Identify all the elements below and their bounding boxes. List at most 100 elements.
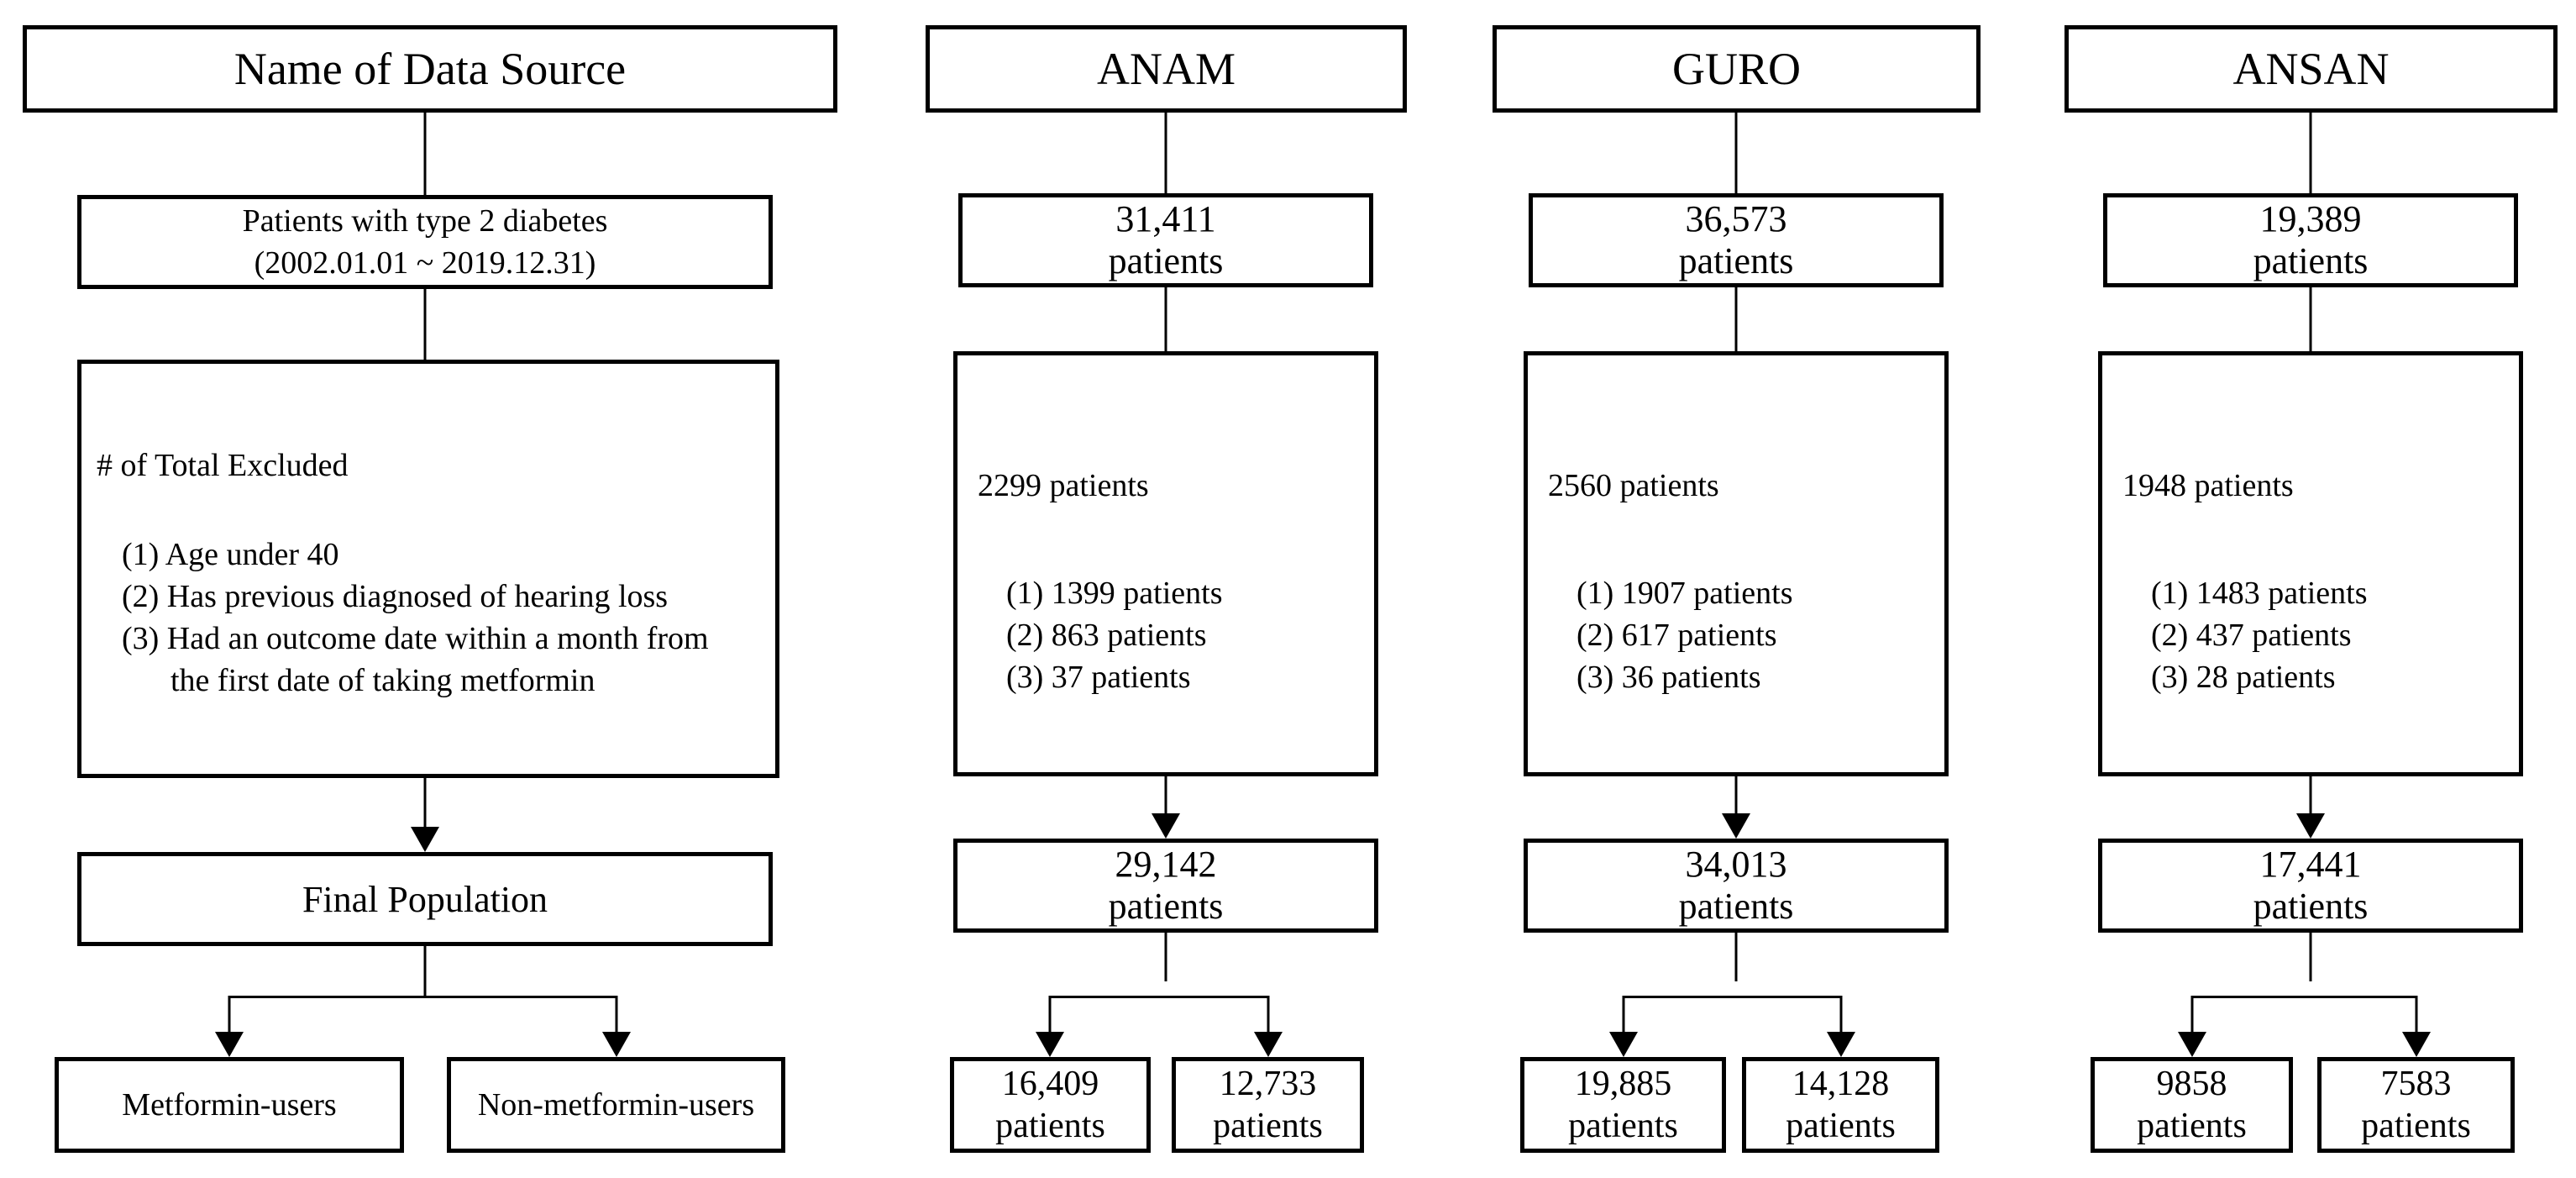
- ansan-non-metformin-unit: patients: [2361, 1107, 2471, 1145]
- source-header-label: Name of Data Source: [233, 44, 627, 94]
- guro-non-metformin-unit: patients: [1786, 1107, 1896, 1145]
- connector-vertical: [423, 946, 427, 997]
- guro-exclusion-box: 2560 patients (1) 1907 patients (2) 617 …: [1524, 351, 1949, 776]
- exclusion-items: (1) Age under 40 (2) Has previous diagno…: [122, 534, 709, 702]
- anam-metformin-unit: patients: [995, 1107, 1105, 1145]
- connector-horizontal: [1624, 996, 1841, 998]
- connector-vertical: [1734, 113, 1738, 193]
- ansan-metformin-box: 9858 patients: [2091, 1057, 2293, 1153]
- guro-initial-box: 36,573 patients: [1529, 193, 1944, 287]
- connector-vertical: [1164, 776, 1167, 813]
- connector-vertical: [2309, 113, 2312, 193]
- connector-vertical: [1622, 996, 1625, 1033]
- non-metformin-users-box: Non-metformin-users: [447, 1057, 785, 1153]
- anam-non-metformin-box: 12,733 patients: [1172, 1057, 1364, 1153]
- guro-initial-unit: patients: [1678, 240, 1794, 281]
- anam-after-exclusion-count: 29,142: [1115, 844, 1217, 885]
- anam-header-box: ANAM: [926, 25, 1407, 113]
- guro-excluded-item-3: (3) 36 patients: [1577, 660, 1761, 695]
- ansan-after-exclusion-unit: patients: [2253, 886, 2369, 927]
- connector-vertical: [1164, 113, 1167, 193]
- metformin-users-box: Metformin-users: [55, 1057, 404, 1153]
- ansan-excluded-item-2: (2) 437 patients: [2151, 618, 2352, 653]
- ansan-after-exclusion-count: 17,441: [2259, 844, 2362, 885]
- anam-initial-box: 31,411 patients: [958, 193, 1373, 287]
- ansan-header-label: ANSAN: [2232, 44, 2390, 94]
- arrowhead-down: [2402, 1032, 2431, 1057]
- connector-vertical: [423, 289, 427, 360]
- guro-excluded-item-2: (2) 617 patients: [1577, 618, 1777, 653]
- exclusion-item-2: (2) Has previous diagnosed of hearing lo…: [122, 579, 669, 614]
- connector-vertical: [1734, 776, 1738, 813]
- arrowhead-down: [1254, 1032, 1283, 1057]
- connector-vertical: [423, 113, 427, 195]
- non-metformin-users-label: Non-metformin-users: [477, 1087, 755, 1123]
- ansan-excluded-item-1: (1) 1483 patients: [2151, 576, 2368, 611]
- anam-excluded-total: 2299 patients: [978, 468, 1149, 503]
- ansan-after-exclusion-box: 17,441 patients: [2098, 839, 2523, 933]
- connector-horizontal: [2192, 996, 2416, 998]
- guro-header-label: GURO: [1671, 44, 1801, 94]
- ansan-initial-box: 19,389 patients: [2103, 193, 2518, 287]
- ansan-header-box: ANSAN: [2064, 25, 2558, 113]
- ansan-initial-unit: patients: [2253, 240, 2369, 281]
- arrowhead-down: [215, 1032, 244, 1057]
- connector-vertical: [2309, 933, 2312, 981]
- connector-vertical: [1839, 996, 1843, 1033]
- guro-initial-count: 36,573: [1685, 198, 1787, 239]
- arrowhead-down: [1036, 1032, 1064, 1057]
- ansan-metformin-unit: patients: [2137, 1107, 2247, 1145]
- ansan-initial-count: 19,389: [2259, 198, 2362, 239]
- ansan-excluded-total: 1948 patients: [2122, 468, 2294, 503]
- guro-non-metformin-count: 14,128: [1792, 1065, 1890, 1103]
- anam-metformin-box: 16,409 patients: [950, 1057, 1151, 1153]
- arrowhead-down: [1722, 813, 1750, 839]
- exclusion-title: # of Total Excluded: [97, 448, 349, 483]
- ansan-excluded-items: (1) 1483 patients (2) 437 patients (3) 2…: [2151, 572, 2368, 698]
- guro-excluded-total: 2560 patients: [1548, 468, 1719, 503]
- metformin-users-label: Metformin-users: [122, 1087, 337, 1123]
- exclusion-item-3-continued: the first date of taking metformin: [171, 663, 595, 698]
- ansan-exclusion-box: 1948 patients (1) 1483 patients (2) 437 …: [2098, 351, 2523, 776]
- guro-non-metformin-box: 14,128 patients: [1742, 1057, 1939, 1153]
- anam-after-exclusion-unit: patients: [1108, 886, 1224, 927]
- guro-after-exclusion-box: 34,013 patients: [1524, 839, 1949, 933]
- source-header-box: Name of Data Source: [23, 25, 837, 113]
- connector-vertical: [1164, 933, 1167, 981]
- connector-vertical: [1267, 996, 1270, 1033]
- guro-excluded-item-1: (1) 1907 patients: [1577, 576, 1793, 611]
- anam-non-metformin-unit: patients: [1213, 1107, 1323, 1145]
- connector-horizontal: [229, 996, 616, 998]
- anam-exclusion-box: 2299 patients (1) 1399 patients (2) 863 …: [953, 351, 1378, 776]
- anam-initial-unit: patients: [1108, 240, 1224, 281]
- arrowhead-down: [2296, 813, 2325, 839]
- guro-after-exclusion-unit: patients: [1678, 886, 1794, 927]
- ansan-non-metformin-box: 7583 patients: [2317, 1057, 2515, 1153]
- connector-vertical: [423, 778, 427, 827]
- anam-after-exclusion-box: 29,142 patients: [953, 839, 1378, 933]
- connector-vertical: [228, 996, 231, 1033]
- population-line2: (2002.01.01 ~ 2019.12.31): [254, 245, 596, 281]
- arrowhead-down: [411, 827, 439, 852]
- connector-vertical: [615, 996, 618, 1033]
- arrowhead-down: [602, 1032, 631, 1057]
- anam-non-metformin-count: 12,733: [1219, 1065, 1317, 1103]
- anam-initial-count: 31,411: [1115, 198, 1216, 239]
- connector-vertical: [1048, 996, 1052, 1033]
- anam-excluded-item-3: (3) 37 patients: [1006, 660, 1191, 695]
- anam-excluded-items: (1) 1399 patients (2) 863 patients (3) 3…: [1006, 572, 1223, 698]
- guro-metformin-box: 19,885 patients: [1520, 1057, 1726, 1153]
- ansan-excluded-item-3: (3) 28 patients: [2151, 660, 2336, 695]
- guro-after-exclusion-count: 34,013: [1685, 844, 1787, 885]
- exclusion-item-1: (1) Age under 40: [122, 537, 339, 572]
- ansan-metformin-count: 9858: [2156, 1065, 2227, 1103]
- guro-header-box: GURO: [1493, 25, 1981, 113]
- arrowhead-down: [2178, 1032, 2206, 1057]
- connector-vertical: [2415, 996, 2418, 1033]
- source-exclusion-box: # of Total Excluded (1) Age under 40 (2)…: [77, 360, 779, 778]
- exclusion-item-3: (3) Had an outcome date within a month f…: [122, 621, 709, 656]
- connector-vertical: [1164, 287, 1167, 351]
- population-box: Patients with type 2 diabetes (2002.01.0…: [77, 195, 773, 289]
- population-line1: Patients with type 2 diabetes: [242, 203, 608, 239]
